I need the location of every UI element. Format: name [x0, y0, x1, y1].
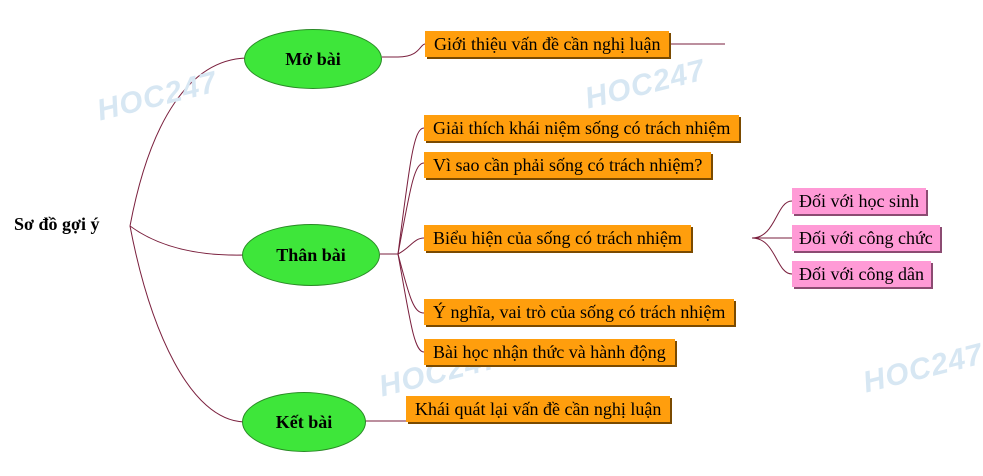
- node-ket-bai: Kết bài: [242, 392, 366, 452]
- connector-root-mo-bai: [129, 57, 247, 227]
- connector-than-bai-5: [397, 253, 425, 353]
- than-bai-item: Giải thích khái niệm sống có trách nhiệm: [424, 115, 740, 141]
- node-than-bai-label: Thân bài: [276, 244, 346, 265]
- ket-bai-item: Khái quát lại vấn đề cần nghị luận: [406, 396, 671, 422]
- bieu-hien-item: Đối với công dân: [792, 261, 931, 287]
- bieu-hien-item: Đối với học sinh: [792, 188, 927, 214]
- connector-than-bai-2: [397, 162, 425, 255]
- connector-than-bai-4: [397, 253, 425, 314]
- connector-root-than-bai: [129, 225, 245, 256]
- bieu-hien-item: Đối với công chức: [792, 225, 940, 251]
- than-bai-item: Biểu hiện của sống có trách nhiệm: [424, 225, 691, 251]
- than-bai-item: Ý nghĩa, vai trò của sống có trách nhiệm: [424, 299, 735, 325]
- connector-mo-bai-item: [382, 43, 725, 58]
- than-bai-item: Bài học nhận thức và hành động: [424, 339, 675, 365]
- node-than-bai: Thân bài: [242, 224, 380, 286]
- node-mo-bai-label: Mở bài: [285, 48, 341, 69]
- root-label: Sơ đồ gợi ý: [14, 214, 100, 234]
- connector-than-bai-3: [397, 237, 425, 255]
- connector-than-bai-1: [397, 127, 425, 255]
- connector-bieu-hien-3: [751, 237, 793, 275]
- mo-bai-item: Giới thiệu vấn đề cần nghị luận: [425, 31, 670, 57]
- connector-bieu-hien-1: [751, 200, 793, 239]
- node-mo-bai: Mở bài: [244, 29, 382, 89]
- than-bai-item: Vì sao cần phải sống có trách nhiệm?: [424, 152, 712, 178]
- connector-root-ket-bai: [129, 225, 245, 423]
- node-ket-bai-label: Kết bài: [275, 411, 333, 432]
